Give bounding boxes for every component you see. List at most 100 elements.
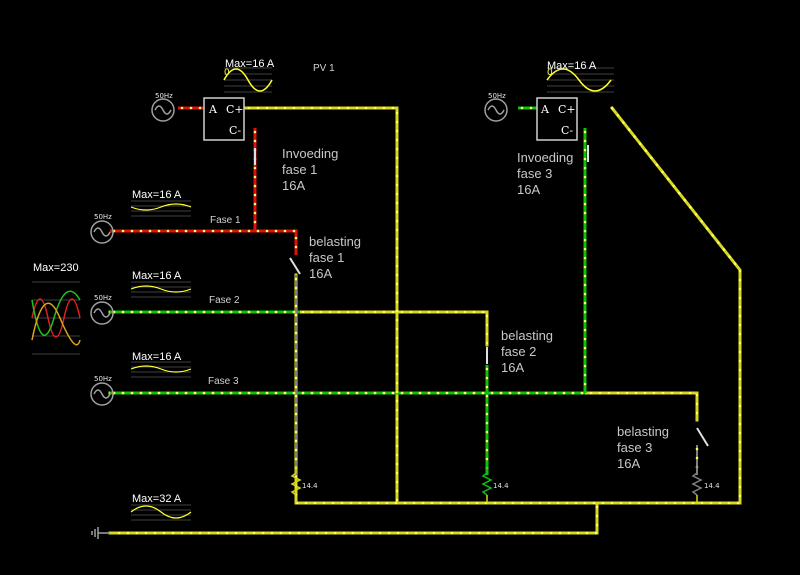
switch-belasting3[interactable] xyxy=(696,427,709,447)
current-dot xyxy=(583,328,587,332)
scope-three-phase-max-label: Max=230 xyxy=(33,262,79,274)
current-dot xyxy=(117,531,121,535)
current-dot xyxy=(211,229,215,233)
current-dot xyxy=(395,183,399,187)
ac-source-pv1[interactable] xyxy=(151,98,175,122)
current-dot xyxy=(485,403,489,407)
current-dot xyxy=(229,310,233,314)
current-dot xyxy=(193,391,197,395)
current-dot xyxy=(292,229,296,233)
current-dot xyxy=(485,332,489,336)
current-dot xyxy=(583,211,587,215)
current-dot xyxy=(247,229,251,233)
current-dot xyxy=(738,359,742,363)
current-dot xyxy=(337,106,341,110)
converter-pv1-cplus: C+ xyxy=(226,103,244,116)
current-dot xyxy=(695,447,699,451)
belasting-fase1-label: belasting fase 1 16A xyxy=(309,234,362,281)
current-dot xyxy=(594,531,598,535)
current-dot xyxy=(395,237,399,241)
converter-pv1-box[interactable] xyxy=(203,97,245,141)
current-dot xyxy=(556,501,560,505)
current-dot xyxy=(722,248,726,251)
current-dot xyxy=(666,177,670,181)
ground-icon xyxy=(91,527,110,539)
current-dot xyxy=(672,184,675,188)
ac-source-fase2[interactable] xyxy=(90,301,114,325)
current-dot xyxy=(126,531,130,535)
converter-pv3-box[interactable] xyxy=(536,97,578,141)
current-dot xyxy=(679,391,683,395)
current-dot xyxy=(294,340,298,344)
current-dot xyxy=(728,255,731,258)
current-dot xyxy=(382,310,386,314)
current-dot xyxy=(583,274,587,278)
scope-pv3-zero: 0 xyxy=(547,68,553,78)
current-dot xyxy=(485,430,489,434)
current-dot xyxy=(175,229,179,233)
current-dot xyxy=(655,163,659,167)
current-dot xyxy=(486,531,490,535)
current-dot xyxy=(294,403,298,407)
current-dot xyxy=(644,149,648,152)
resistor-load1[interactable] xyxy=(290,466,302,503)
current-dot xyxy=(202,310,206,314)
current-dot xyxy=(283,229,287,233)
current-dot xyxy=(583,202,587,206)
current-dot xyxy=(395,336,399,340)
resistor-load2[interactable] xyxy=(481,466,493,503)
current-dot xyxy=(294,349,298,353)
current-dot xyxy=(709,501,713,505)
current-dot xyxy=(738,395,742,399)
current-dot xyxy=(485,412,489,416)
current-dot xyxy=(485,394,489,398)
current-dot xyxy=(395,390,399,394)
ac-source-fase3[interactable] xyxy=(90,382,114,406)
ac-source-fase1[interactable] xyxy=(90,220,114,244)
current-dot xyxy=(567,531,571,535)
current-dot xyxy=(395,129,399,133)
current-dot xyxy=(382,391,386,395)
current-dot xyxy=(294,286,298,290)
current-dot xyxy=(688,391,692,395)
scope-pv3-max-label: Max=16 A xyxy=(547,60,597,72)
current-dot xyxy=(261,531,265,535)
current-dot xyxy=(333,531,337,535)
current-dot xyxy=(288,531,292,535)
current-dot xyxy=(583,501,587,505)
current-dot xyxy=(247,310,251,314)
current-dot xyxy=(342,531,346,535)
current-dot xyxy=(395,453,399,457)
current-dot xyxy=(441,531,445,535)
current-dot xyxy=(180,106,184,110)
switch-belasting1[interactable] xyxy=(289,257,301,275)
scope-pv1-zero: 0 xyxy=(224,68,230,78)
current-dot xyxy=(253,184,257,188)
current-dot xyxy=(738,422,742,426)
current-dot xyxy=(328,106,332,110)
current-dot xyxy=(294,304,298,308)
current-dot xyxy=(328,310,332,314)
scope-fase3 xyxy=(130,361,192,378)
current-dot xyxy=(349,501,353,505)
resistor-load3[interactable] xyxy=(691,466,703,503)
current-dot xyxy=(283,106,287,110)
current-dot xyxy=(607,391,611,395)
current-dot xyxy=(395,345,399,349)
current-dot xyxy=(395,210,399,214)
current-dot xyxy=(162,531,166,535)
current-dot xyxy=(294,376,298,380)
current-dot xyxy=(364,106,368,110)
pv1-label: PV 1 xyxy=(313,63,335,74)
current-dot xyxy=(520,106,524,110)
current-dot xyxy=(184,310,188,314)
current-dot xyxy=(485,439,489,443)
current-dot xyxy=(395,381,399,385)
current-dot xyxy=(627,128,631,131)
current-dot xyxy=(324,531,328,535)
current-dot xyxy=(193,310,197,314)
current-dot xyxy=(490,391,494,395)
ac-source-pv3[interactable] xyxy=(484,98,508,122)
current-dot xyxy=(292,391,296,395)
